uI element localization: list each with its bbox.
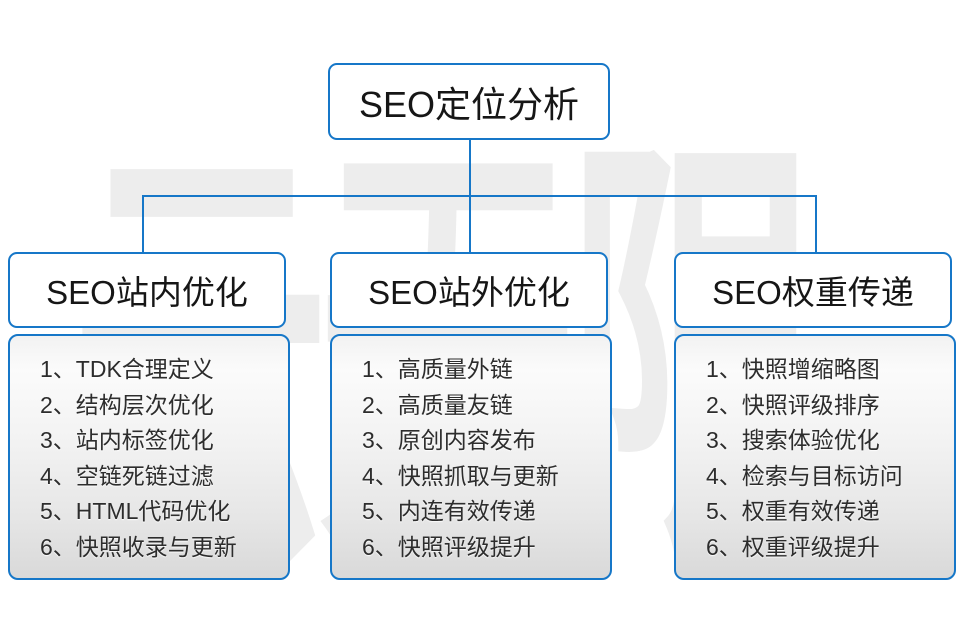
branch-header-onsite: SEO站内优化 [8,252,286,328]
list-item: 5、HTML代码优化 [40,498,231,525]
list-item: 2、快照评级排序 [706,391,880,418]
list-item: 1、TDK合理定义 [40,356,214,382]
connector-horizontal [142,195,817,197]
list-item: 2、高质量友链 [362,391,513,418]
list-box-onsite: 1、TDK合理定义 2、结构层次优化 3、站内标签优化 4、空链死链过滤 5、H… [8,334,290,580]
root-node-seo-positioning: SEO定位分析 [328,63,610,140]
list-item: 4、检索与目标访问 [706,462,903,489]
connector-root-vertical [469,139,471,196]
list-item: 6、快照评级提升 [362,533,536,560]
branch-header-weight-transfer: SEO权重传递 [674,252,952,328]
branch-header-label: SEO站外优化 [368,274,570,311]
list-box-weight-transfer: 1、快照增缩略图 2、快照评级排序 3、搜索体验优化 4、检索与目标访问 5、权… [674,334,956,580]
branch-header-offsite: SEO站外优化 [330,252,608,328]
branch-header-label: SEO权重传递 [712,274,914,311]
list-box-offsite: 1、高质量外链 2、高质量友链 3、原创内容发布 4、快照抓取与更新 5、内连有… [330,334,612,580]
list-item: 5、权重有效传递 [706,498,880,525]
connector-middle-vertical [469,195,471,253]
list-item: 6、权重评级提升 [706,533,880,560]
list-item: 3、原创内容发布 [362,427,536,454]
list-item: 3、搜索体验优化 [706,427,880,454]
branch-header-label: SEO站内优化 [46,274,248,311]
list-item: 1、快照增缩略图 [706,356,880,382]
connector-left-vertical [142,195,144,253]
list-item: 6、快照收录与更新 [40,533,237,560]
list-item: 2、结构层次优化 [40,391,214,418]
list-item: 5、内连有效传递 [362,498,536,525]
root-node-label: SEO定位分析 [358,83,580,125]
list-item: 1、高质量外链 [362,356,513,382]
list-item: 4、空链死链过滤 [40,462,214,489]
connector-right-vertical [815,195,817,253]
list-item: 3、站内标签优化 [40,427,214,454]
list-item: 4、快照抓取与更新 [362,462,559,489]
